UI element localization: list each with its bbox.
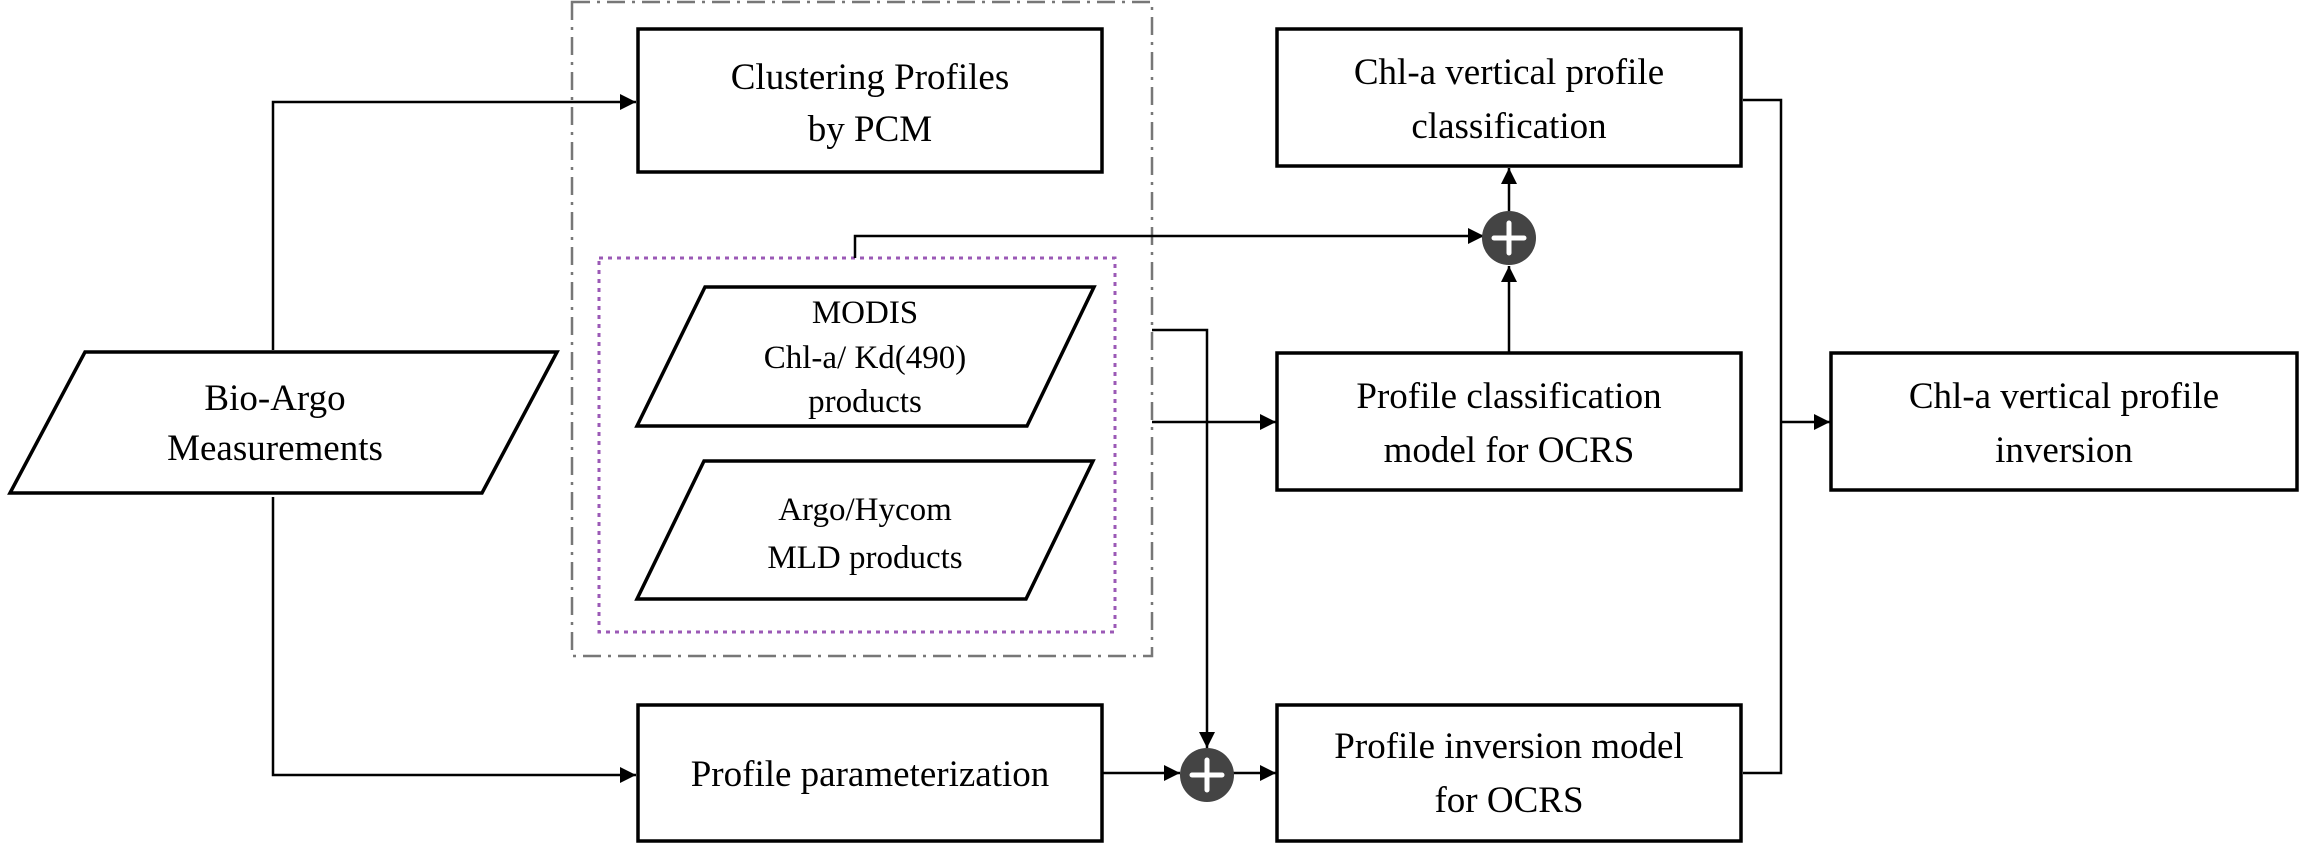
inversion-model-line-2: for OCRS [1434, 780, 1583, 821]
chl-inversion-line-1: Chl-a vertical profile [1909, 376, 2219, 417]
classification-model-line-2: model for OCRS [1384, 430, 1635, 471]
bio-argo-line-2: Measurements [167, 428, 383, 469]
outer-group-frame [570, 0, 1154, 658]
arrow-bioargo-to-parameterization [271, 497, 636, 783]
chl-classification-line-1: Chl-a vertical profile [1354, 52, 1664, 93]
combine-symbol-top [1482, 211, 1536, 265]
arrow-group-to-combine-bottom [1152, 328, 1215, 748]
node-chl-classification: Chl-a vertical profile classification [1275, 27, 1743, 168]
node-clustering: Clustering Profiles by PCM [636, 27, 1104, 174]
node-bio-argo: Bio-Argo Measurements [7, 350, 560, 495]
node-modis: MODIS Chl-a/ Kd(490) products [634, 285, 1097, 428]
inversion-model-line-1: Profile inversion model [1334, 726, 1683, 767]
combine-symbol-bottom [1180, 748, 1234, 802]
modis-line-3: products [808, 384, 922, 420]
bus-chl-classification-out [1743, 98, 1783, 775]
clustering-line-2: by PCM [808, 109, 932, 150]
modis-line-1: MODIS [812, 295, 918, 331]
bio-argo-line-1: Bio-Argo [204, 378, 345, 419]
inner-group-frame [597, 256, 1117, 634]
argo-hycom-line-2: MLD products [767, 540, 962, 576]
modis-line-2: Chl-a/ Kd(490) [764, 340, 967, 376]
node-chl-inversion: Chl-a vertical profile inversion [1829, 351, 2299, 492]
arrow-modis-to-combine-top [853, 228, 1484, 258]
clustering-line-1: Clustering Profiles [731, 57, 1010, 98]
node-classification-model: Profile classification model for OCRS [1275, 351, 1743, 492]
chl-inversion-line-2: inversion [1995, 430, 2133, 471]
classification-model-line-1: Profile classification [1356, 376, 1661, 417]
argo-hycom-line-1: Argo/Hycom [778, 492, 952, 528]
node-inversion-model: Profile inversion model for OCRS [1275, 703, 1743, 843]
node-argo-hycom: Argo/Hycom MLD products [634, 459, 1096, 601]
connectors [271, 94, 1830, 783]
arrow-bioargo-to-clustering [271, 94, 636, 350]
chl-classification-line-2: classification [1411, 106, 1606, 147]
parameterization-label: Profile parameterization [691, 754, 1050, 795]
node-parameterization: Profile parameterization [636, 703, 1104, 843]
